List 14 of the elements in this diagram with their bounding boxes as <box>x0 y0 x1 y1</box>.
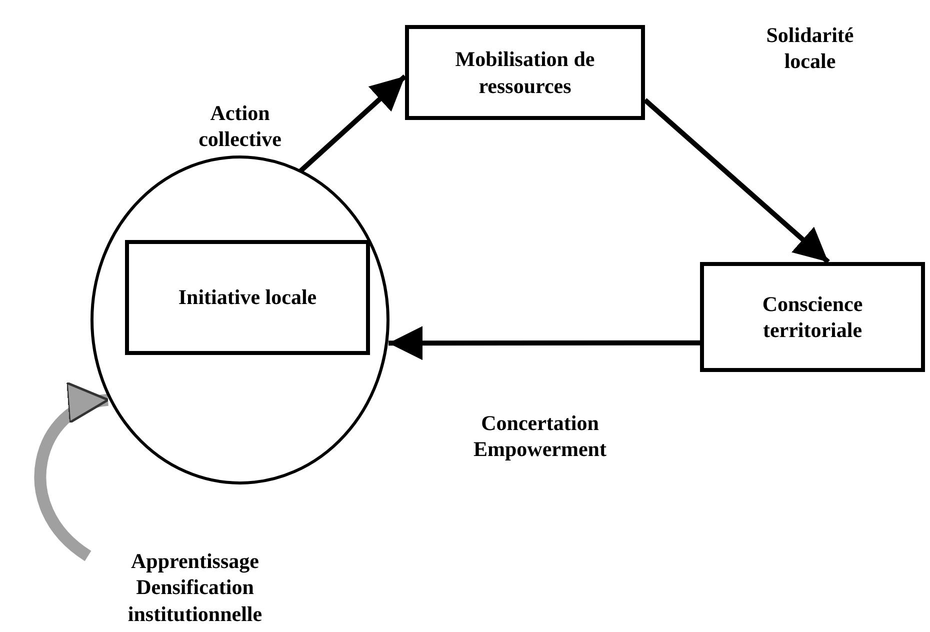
box-label: Conscience territoriale <box>761 290 864 344</box>
circle-shape <box>90 155 390 485</box>
box-label: Mobilisation de ressources <box>454 46 596 99</box>
text-box <box>125 240 370 355</box>
arrow <box>643 98 830 264</box>
edge-label: Solidarité locale <box>765 22 855 74</box>
text-box <box>405 25 645 120</box>
edge-label: Apprentissage Densification institutionnelle <box>126 548 264 627</box>
arrow <box>298 74 407 174</box>
edge-label: Concertation Empowerment <box>472 410 608 462</box>
edge-label: Action collective <box>198 100 282 152</box>
arrow <box>388 326 700 360</box>
box-label: Initiative locale <box>178 284 317 311</box>
text-box <box>700 262 925 372</box>
